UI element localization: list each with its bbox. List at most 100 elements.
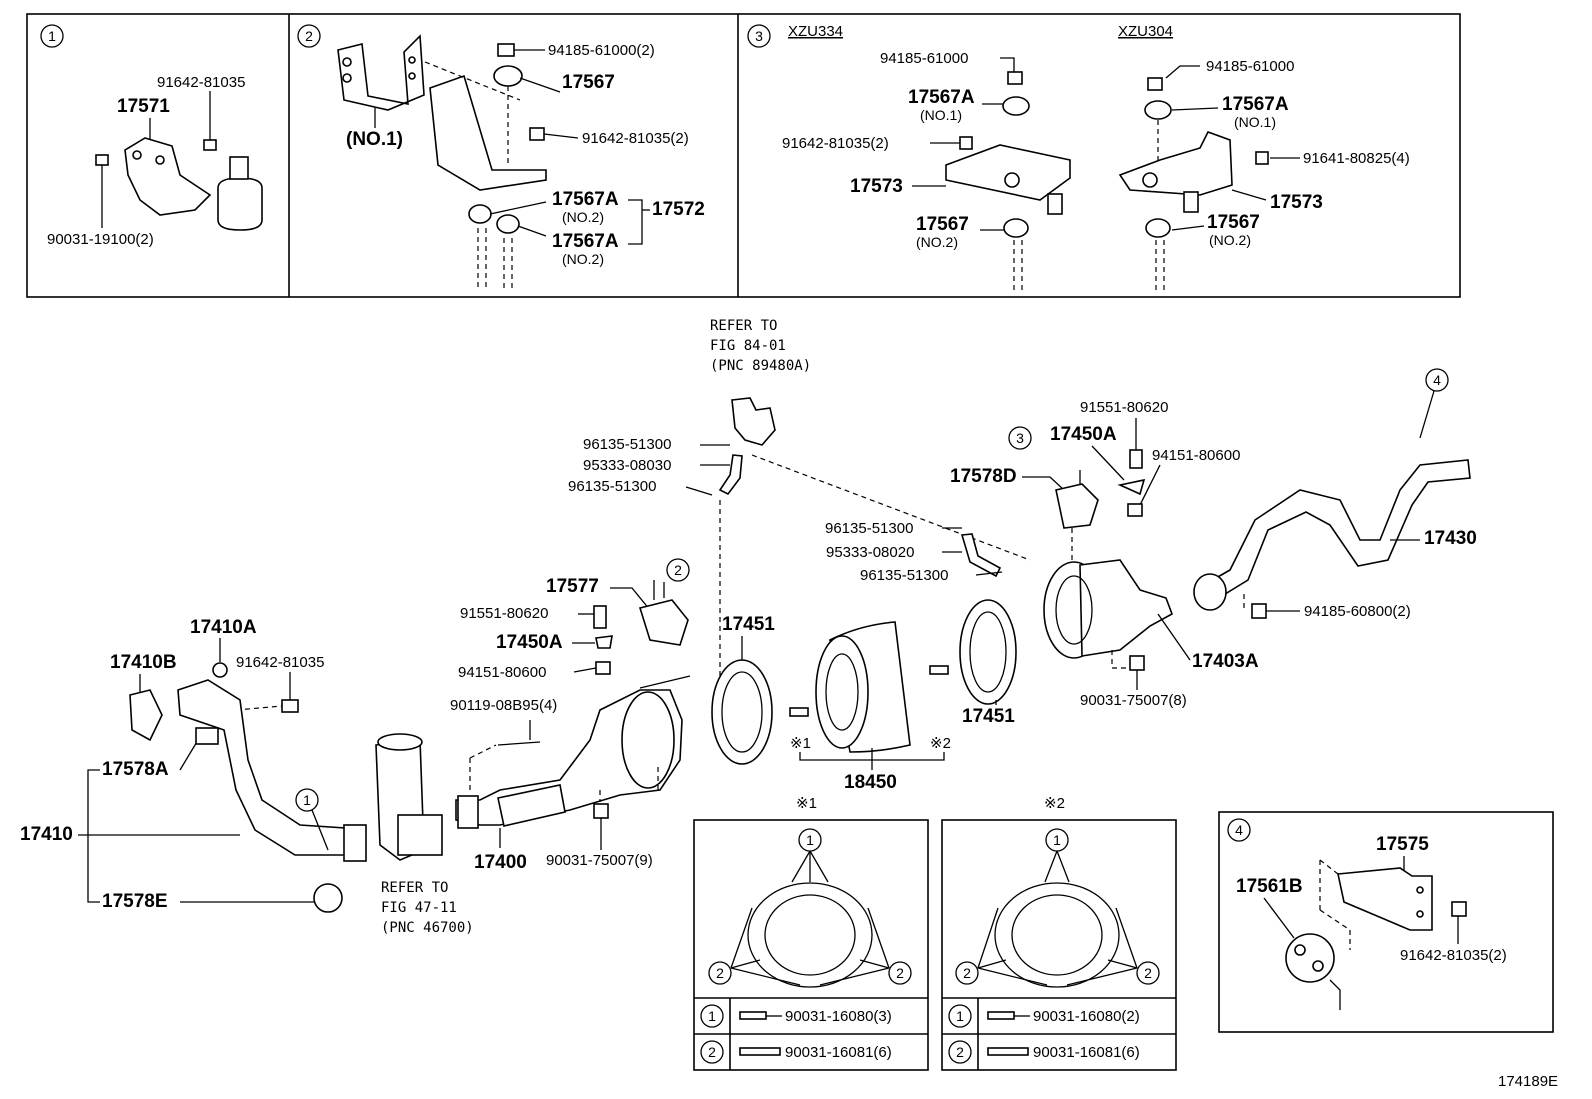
part-sub: (NO.2) [1209,232,1251,248]
part-sub: (NO.2) [562,209,604,225]
part-sub: (NO.1) [920,107,962,123]
cushion-part [1145,218,1171,238]
part-label: 17567 [1207,212,1260,233]
part-label: 17451 [962,706,1015,727]
figure-id: 174189E [1498,1073,1558,1090]
svg-text:FIG 84-01: FIG 84-01 [710,338,786,354]
part-label: 94151-80600 [1152,447,1240,464]
part-label: 17567A [1222,94,1289,115]
bolt-part [95,154,109,166]
bolt-part [529,127,545,141]
part-label: 91551-80620 [460,605,548,622]
nut-part [1251,603,1267,619]
callout-1: 1 [303,792,311,808]
part-label: 96135-51300 [860,567,948,584]
part-label: 17410 [20,824,73,845]
panel-2: 2 (NO.1) 94185-61000(2) 17567 (NO.1) 916… [297,24,705,290]
cushion-part [1003,218,1029,238]
bolt-part [1451,901,1467,917]
part-label: 17403A [1192,651,1259,672]
part-label: 17430 [1424,528,1477,549]
part-label: 91642-81035 [157,74,245,91]
detail-part-label: 90031-16080(2) [1033,1008,1140,1025]
part-label: 91642-81035(2) [1400,947,1507,964]
part-sub: (NO.2) [916,234,958,250]
svg-text:1: 1 [708,1008,716,1024]
nut-part [212,662,228,678]
part-label: 17577 [546,576,599,597]
variant-label: XZU304 [1118,23,1173,40]
part-label: 17578A [102,759,169,780]
detail-part-label: 90031-16081(6) [785,1044,892,1061]
nut-part [1129,655,1145,671]
svg-text:1: 1 [956,1008,964,1024]
bracket-part [638,599,689,646]
part-label: 95333-08020 [826,544,914,561]
svg-text:1: 1 [806,832,814,848]
part-label: 17451 [722,614,775,635]
reference-note-top: REFER TO FIG 84-01 (PNC 89480A) [710,318,811,374]
part-label: 94185-61000 [1206,58,1294,75]
callout-4: 4 [1433,372,1441,388]
cushion-part [1144,100,1172,120]
bolt-part [593,605,607,629]
part-label: 17578D [950,466,1017,487]
stud-mark: ※1 [790,735,811,752]
part-label: 95333-08030 [583,457,671,474]
part-label: 17400 [474,852,527,873]
part-label: 91551-80620 [1080,399,1168,416]
sensor-bracket-part [731,397,776,446]
nut-part [593,803,609,819]
flange-part [1193,573,1227,611]
svg-text:REFER TO: REFER TO [381,880,448,896]
nut-part [497,43,515,57]
top-panels-frame [26,13,1461,298]
panel-4: 4 17575 17561B 91642-81035(2) [1218,811,1554,1033]
part-label: 91642-81035(2) [782,135,889,152]
part-label: 91642-81035 [236,654,324,671]
part-label: 17450A [496,632,563,653]
cushion-part [493,65,523,87]
gasket-part [129,689,163,742]
part-label: 17561B [1236,876,1303,897]
hose-part [718,454,743,496]
part-label: 17567 [916,214,969,235]
part-label: 18450 [844,772,897,793]
svg-text:(PNC 46700): (PNC 46700) [381,920,474,936]
cushion-part [1002,96,1030,116]
hose-part [960,533,1002,578]
bolt-part [1255,151,1269,165]
part-label: 17571 [117,96,170,117]
converter-body [497,784,566,827]
svg-text:2: 2 [956,1044,964,1060]
part-label: 17450A [1050,424,1117,445]
part-sub: (NO.2) [562,251,604,267]
reference-note-bottom: REFER TO FIG 47-11 (PNC 46700) [381,880,474,936]
tail-pipe-part [1193,459,1471,603]
svg-text:FIG 47-11: FIG 47-11 [381,900,457,916]
detail-part-label: 90031-16080(3) [785,1008,892,1025]
bracket-part [1337,867,1433,931]
part-label: 90031-75007(9) [546,852,653,869]
part-label: 96135-51300 [825,520,913,537]
part-label: 17572 [652,199,705,220]
panel-2-number: 2 [305,28,313,44]
callout-3: 3 [1016,430,1024,446]
bracket-part [1055,483,1099,529]
part-label: 17567 [562,72,615,93]
cushion-part [468,204,492,224]
bracket-part [337,34,425,111]
nut-part [1147,77,1163,91]
cushion-part [496,214,520,234]
svg-text:2: 2 [1144,965,1152,981]
detail-1-mark: ※1 [796,795,817,812]
converter-flange [621,691,675,789]
bracket-part [1118,131,1233,196]
part-label: 17567A [908,87,975,108]
callout-2: 2 [674,562,682,578]
part-sub: (NO.1) [1234,114,1276,130]
hanger-part [1285,933,1335,983]
part-label: (NO.1) [346,129,403,150]
detail-2-box: 1 2 2 1 2 90031-16080(2) 90031-16081(6) [941,819,1177,1071]
